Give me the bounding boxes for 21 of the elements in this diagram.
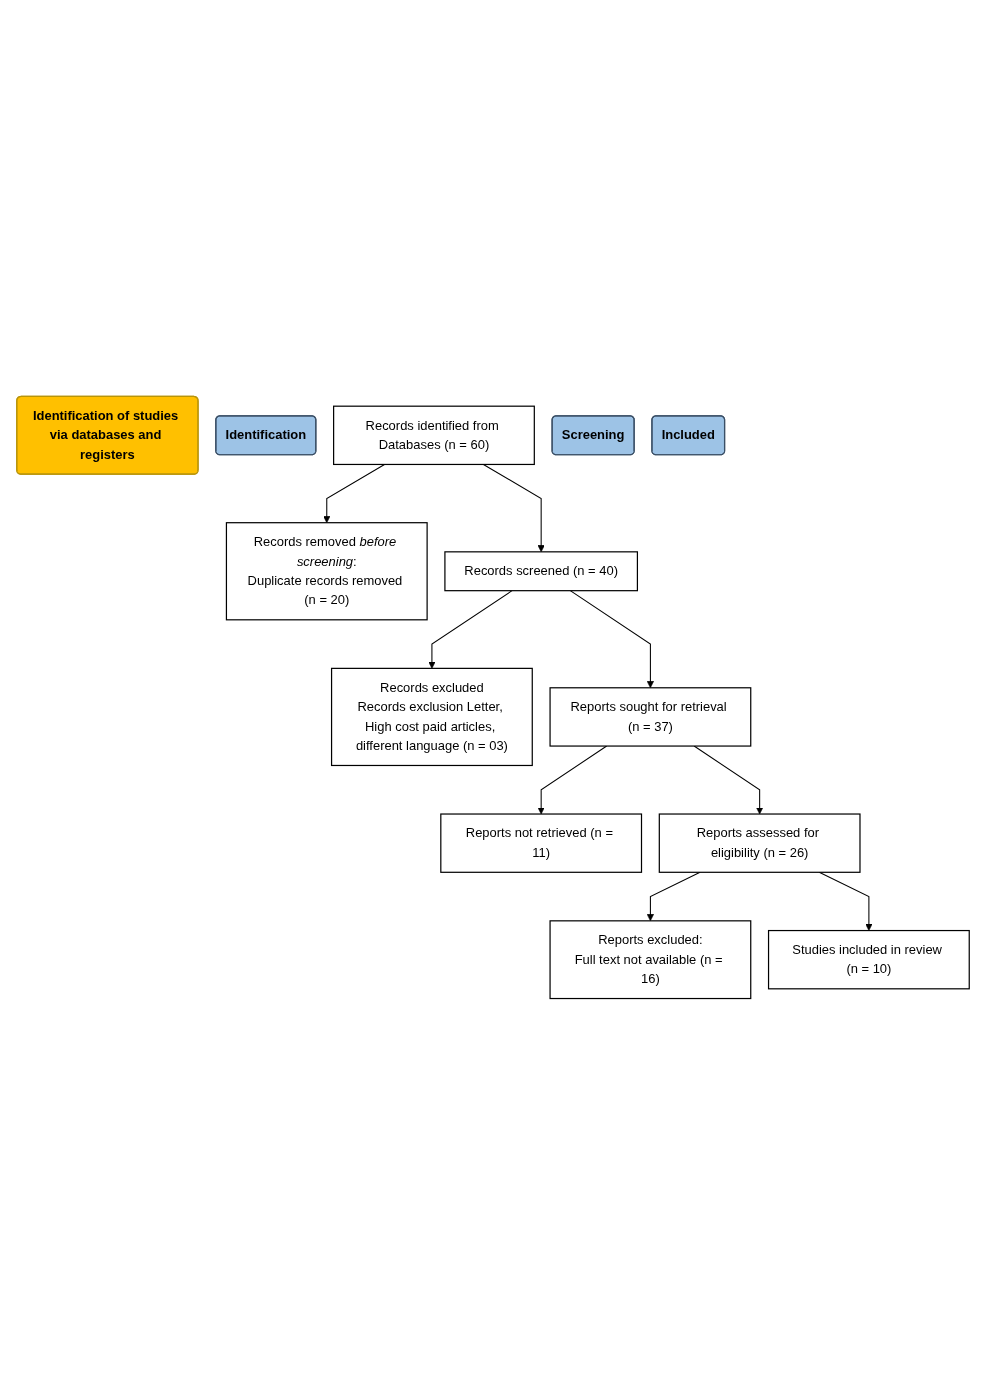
process-box: Reports assessed for eligibility (n = 26) (658, 813, 861, 873)
arrow (646, 871, 701, 922)
arrow (537, 745, 608, 815)
arrow (569, 590, 654, 689)
arrow (693, 745, 764, 815)
arrow (482, 463, 545, 553)
process-box: Studies included in review (n = 10) (767, 929, 970, 990)
process-box: Reports not retrieved (n = 11) (440, 813, 643, 873)
arrow (323, 463, 385, 524)
header-banner: Identification of studies via databases and registers (16, 395, 199, 475)
process-box: Records screened (n = 40) (444, 551, 638, 592)
process-box: Reports sought for retrieval (n = 37) (549, 687, 752, 747)
stage-band: Identification (215, 415, 317, 456)
process-box: Reports excluded: Full text not available (n = 16) (549, 920, 752, 1000)
process-box: Records excluded Records exclusion Letter, High cost paid articles, different language (n = 03) (330, 667, 533, 767)
stage-band: Included (651, 415, 726, 456)
arrow (818, 871, 873, 931)
stage-band: Screening (551, 415, 635, 456)
arrow (428, 590, 513, 669)
process-box: Records removed before screening: Duplicate records removed (n = 20) (225, 522, 428, 621)
process-box: Records identified from Databases (n = 60) (333, 405, 535, 466)
